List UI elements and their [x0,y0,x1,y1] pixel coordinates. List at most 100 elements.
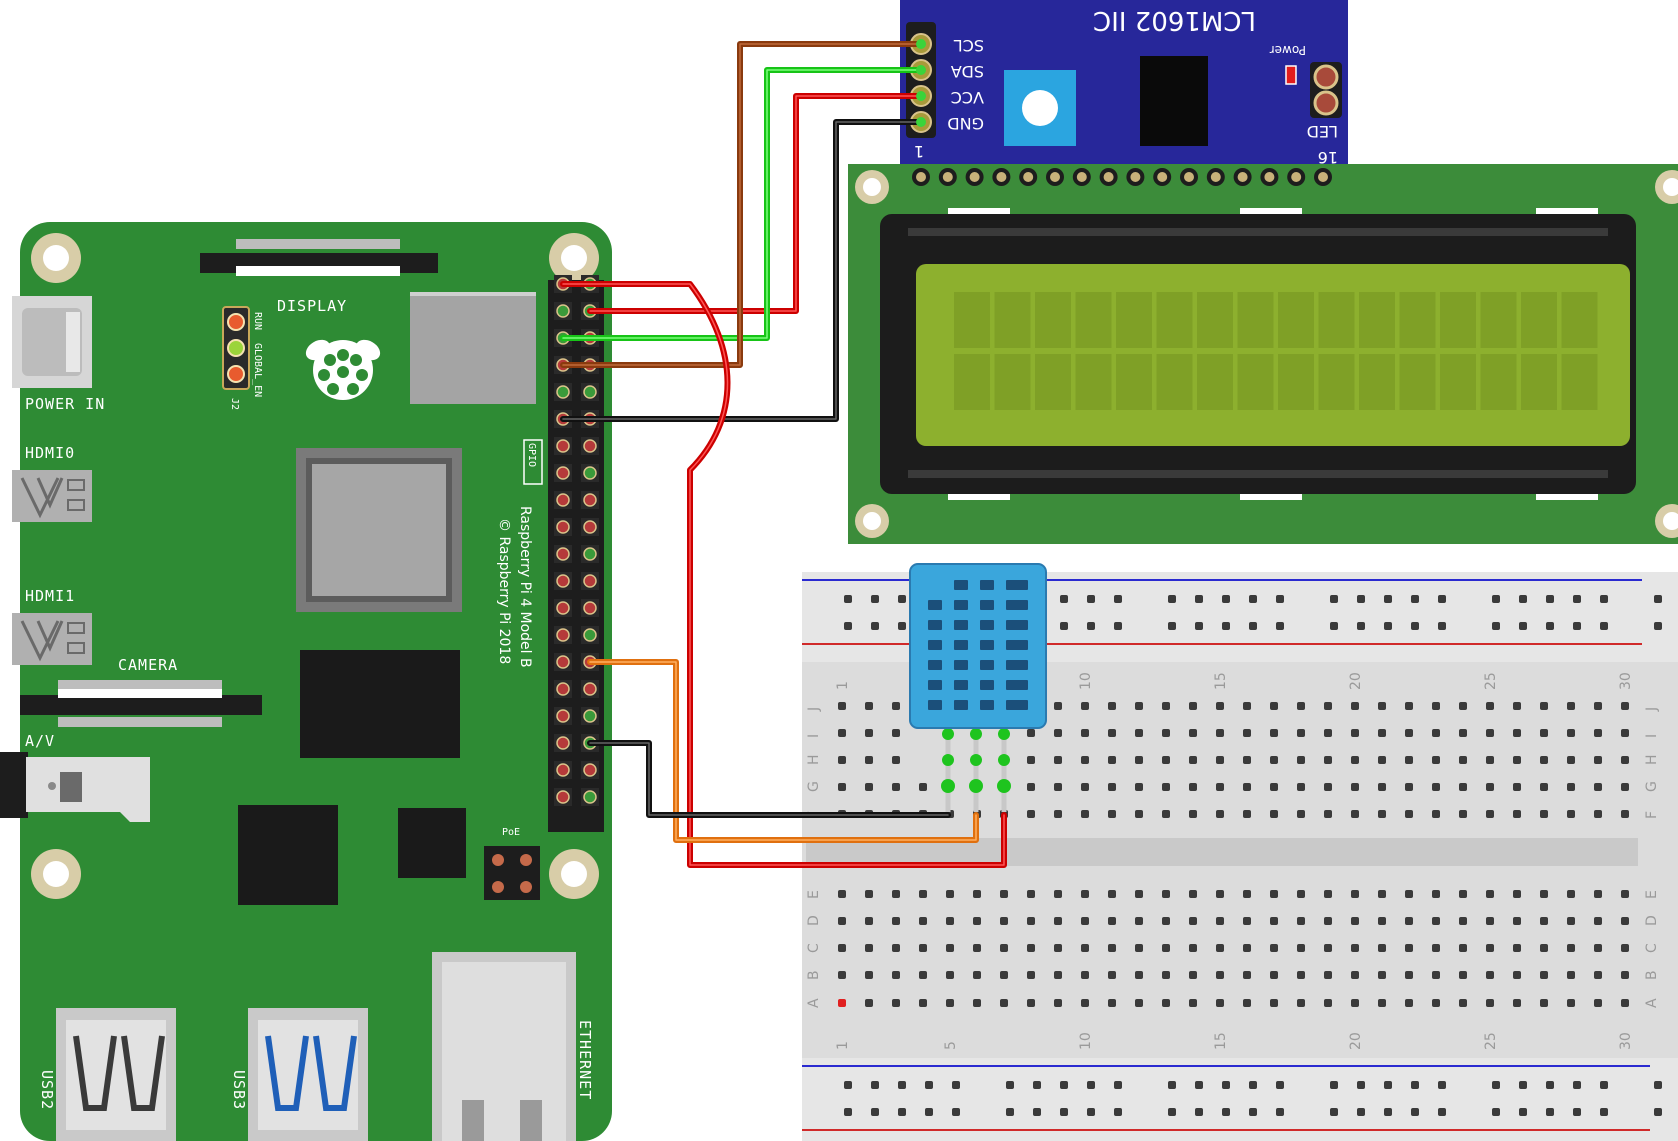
breadboard-hole[interactable] [1324,917,1332,925]
breadboard-hole[interactable] [1054,999,1062,1007]
breadboard-hole[interactable] [1573,1108,1581,1116]
breadboard-hole[interactable] [1459,890,1467,898]
breadboard-hole[interactable] [892,890,900,898]
breadboard-hole[interactable] [1492,1081,1500,1089]
breadboard-hole[interactable] [1594,756,1602,764]
breadboard-hole[interactable] [1594,729,1602,737]
breadboard-hole[interactable] [1108,783,1116,791]
breadboard-hole[interactable] [871,1081,879,1089]
breadboard-hole[interactable] [1378,890,1386,898]
breadboard-hole[interactable] [1540,756,1548,764]
breadboard-hole[interactable] [1621,890,1629,898]
breadboard-hole[interactable] [1357,595,1365,603]
breadboard-hole[interactable] [1060,622,1068,630]
breadboard-hole[interactable] [1108,999,1116,1007]
breadboard-hole[interactable] [1189,729,1197,737]
breadboard-hole[interactable] [1276,1108,1284,1116]
breadboard-hole[interactable] [1081,917,1089,925]
breadboard-hole[interactable] [1459,944,1467,952]
breadboard-hole[interactable] [1222,1081,1230,1089]
breadboard-hole[interactable] [1621,783,1629,791]
breadboard-hole[interactable] [1081,756,1089,764]
breadboard-hole[interactable] [1357,1081,1365,1089]
breadboard-hole[interactable] [1216,702,1224,710]
breadboard-hole[interactable] [1378,783,1386,791]
breadboard-hole[interactable] [1486,729,1494,737]
breadboard-hole[interactable] [1459,917,1467,925]
breadboard-hole[interactable] [1378,702,1386,710]
breadboard-hole[interactable] [838,971,846,979]
breadboard-hole[interactable] [865,917,873,925]
breadboard-hole[interactable] [1411,1081,1419,1089]
breadboard-hole[interactable] [1492,1108,1500,1116]
breadboard-hole[interactable] [1195,1081,1203,1089]
breadboard-hole[interactable] [1378,729,1386,737]
breadboard-hole[interactable] [1087,622,1095,630]
breadboard-hole[interactable] [1567,999,1575,1007]
breadboard-hole[interactable] [1405,890,1413,898]
breadboard-hole[interactable] [1621,971,1629,979]
breadboard-hole[interactable] [1540,999,1548,1007]
breadboard-hole[interactable] [1033,1108,1041,1116]
breadboard-hole[interactable] [1378,810,1386,818]
breadboard-hole[interactable] [1540,810,1548,818]
breadboard-hole[interactable] [1297,729,1305,737]
breadboard-hole[interactable] [1540,917,1548,925]
breadboard-hole[interactable] [1108,702,1116,710]
breadboard-hole[interactable] [1216,783,1224,791]
breadboard-hole[interactable] [952,1108,960,1116]
breadboard-hole[interactable] [898,1108,906,1116]
breadboard-hole[interactable] [1081,783,1089,791]
breadboard-hole[interactable] [1600,1108,1608,1116]
breadboard-hole[interactable] [1432,729,1440,737]
breadboard-hole[interactable] [1162,999,1170,1007]
breadboard-hole[interactable] [1027,999,1035,1007]
breadboard-hole[interactable] [1054,729,1062,737]
breadboard-hole[interactable] [844,595,852,603]
breadboard-hole[interactable] [1432,783,1440,791]
breadboard-hole[interactable] [1384,1081,1392,1089]
breadboard-hole[interactable] [1351,783,1359,791]
breadboard-hole[interactable] [1081,944,1089,952]
breadboard-hole[interactable] [1594,783,1602,791]
breadboard-hole[interactable] [1438,622,1446,630]
breadboard-hole[interactable] [919,971,927,979]
breadboard-hole[interactable] [1297,917,1305,925]
breadboard-hole[interactable] [1189,944,1197,952]
breadboard-hole[interactable] [1357,622,1365,630]
breadboard-hole[interactable] [1486,971,1494,979]
breadboard-hole[interactable] [1621,944,1629,952]
breadboard-hole[interactable] [1216,944,1224,952]
breadboard-hole[interactable] [1195,622,1203,630]
breadboard-hole[interactable] [1513,999,1521,1007]
breadboard-hole[interactable] [1081,999,1089,1007]
breadboard-hole[interactable] [1297,702,1305,710]
breadboard-hole[interactable] [1324,783,1332,791]
breadboard-hole[interactable] [1594,810,1602,818]
breadboard-hole[interactable] [1243,971,1251,979]
breadboard-hole[interactable] [1108,756,1116,764]
breadboard-hole[interactable] [1195,1108,1203,1116]
breadboard-hole[interactable] [1519,622,1527,630]
breadboard-hole[interactable] [1114,595,1122,603]
breadboard-hole[interactable] [1486,890,1494,898]
breadboard-hole[interactable] [1546,1081,1554,1089]
breadboard-hole[interactable] [973,890,981,898]
breadboard-hole[interactable] [1411,622,1419,630]
breadboard-hole[interactable] [844,1081,852,1089]
breadboard-hole[interactable] [1189,917,1197,925]
breadboard-hole[interactable] [1432,971,1440,979]
breadboard-hole[interactable] [946,890,954,898]
breadboard-hole[interactable] [1351,999,1359,1007]
breadboard-hole[interactable] [1513,890,1521,898]
breadboard-hole[interactable] [1108,890,1116,898]
breadboard-hole[interactable] [1216,971,1224,979]
breadboard-hole[interactable] [1546,1108,1554,1116]
breadboard-hole[interactable] [1297,999,1305,1007]
breadboard-hole[interactable] [1135,944,1143,952]
breadboard-hole[interactable] [892,783,900,791]
breadboard-hole[interactable] [1519,1108,1527,1116]
breadboard-hole[interactable] [1270,702,1278,710]
breadboard-hole[interactable] [1324,756,1332,764]
breadboard-hole[interactable] [1162,702,1170,710]
